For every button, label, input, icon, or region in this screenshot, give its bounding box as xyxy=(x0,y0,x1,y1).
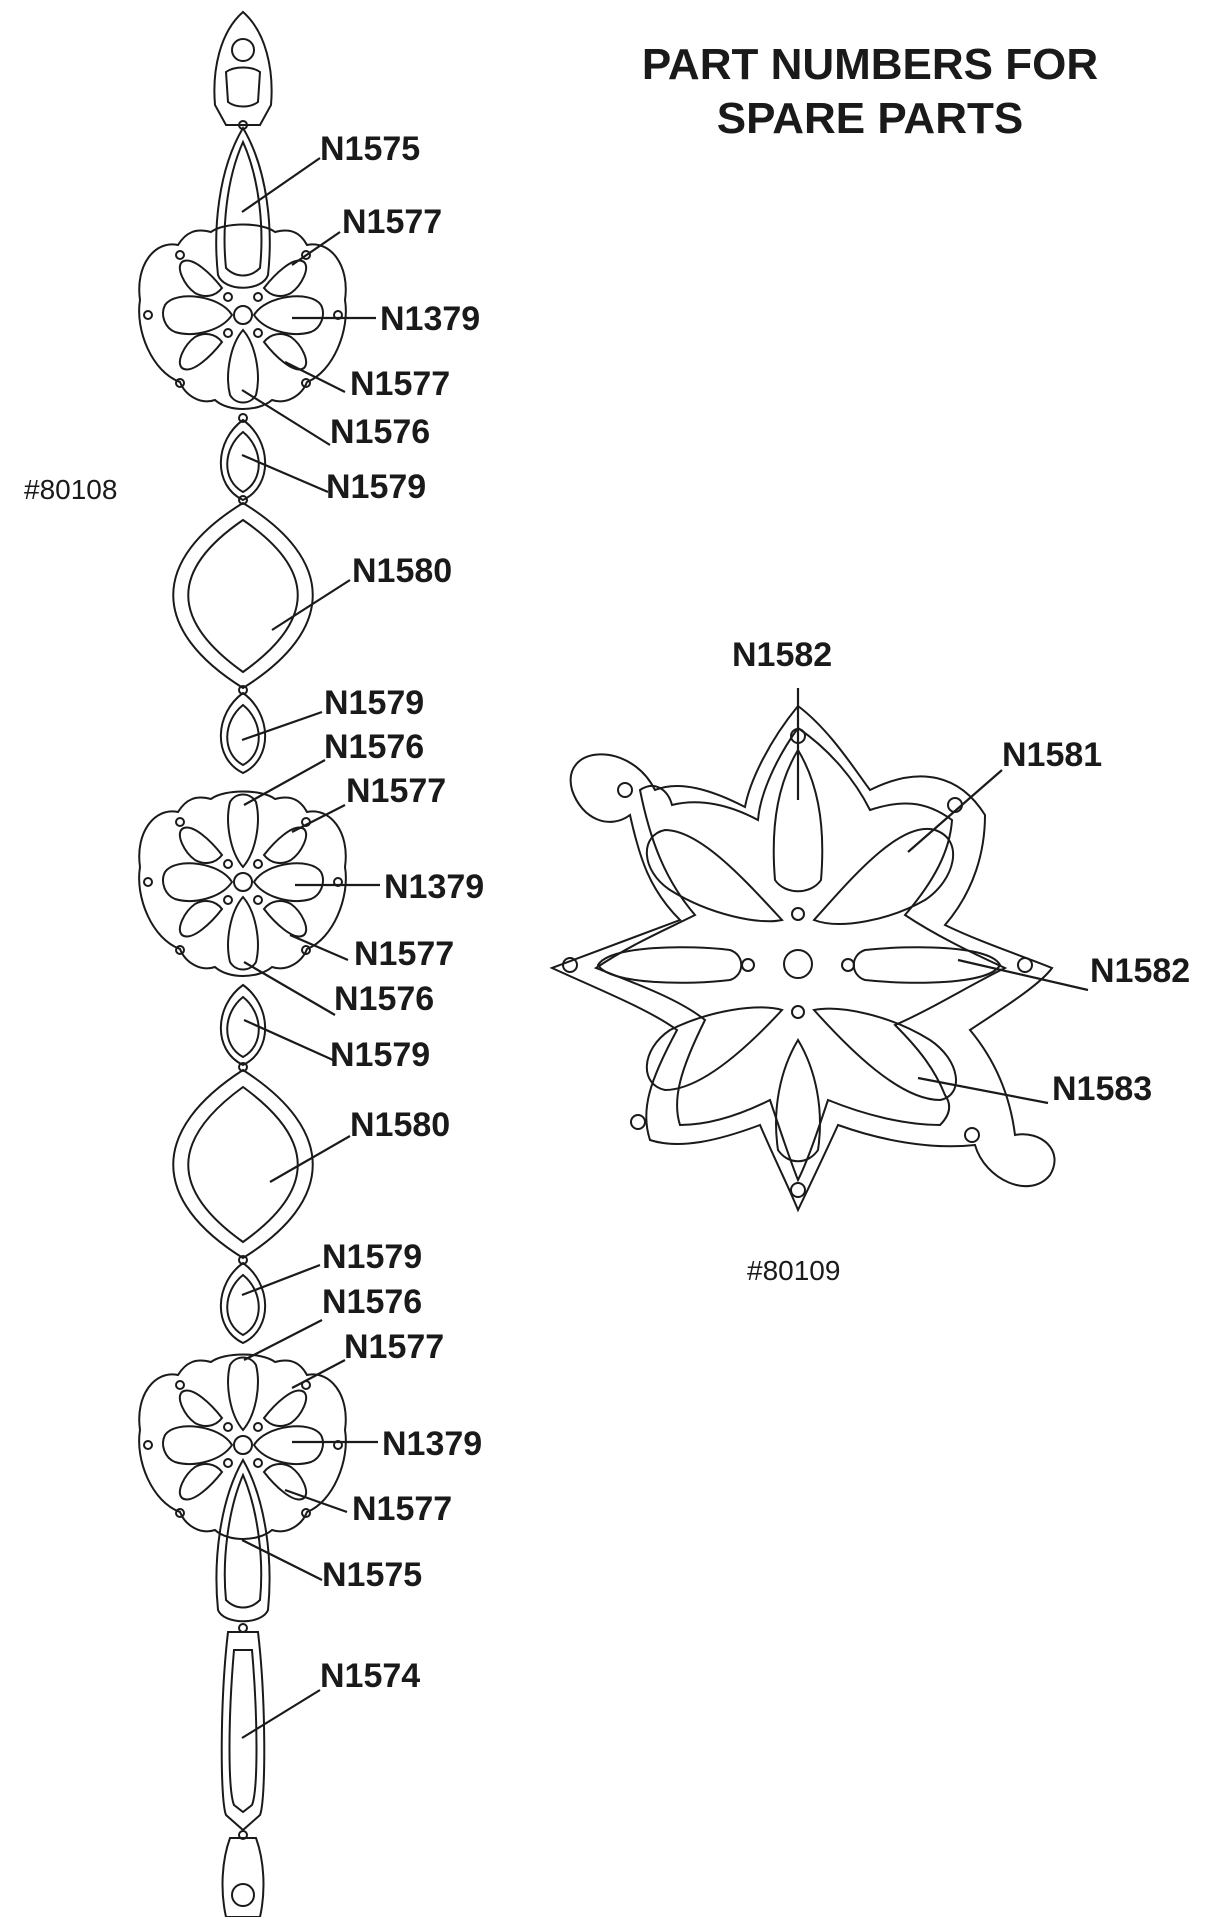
part-label: N1577 xyxy=(346,772,447,810)
part-label: N1581 xyxy=(1002,736,1103,774)
flower-assembly xyxy=(549,704,1056,1213)
part-label: N1577 xyxy=(352,1490,453,1528)
part-n1580-top xyxy=(172,501,314,690)
flower-part-3 xyxy=(138,1353,347,1540)
part-label: N1579 xyxy=(322,1238,423,1276)
part-label: N1579 xyxy=(324,684,425,722)
part-label: N1574 xyxy=(320,1657,421,1695)
chain-top-end xyxy=(213,10,273,126)
chain-assembly xyxy=(138,10,347,1917)
part-label: N1576 xyxy=(334,980,435,1018)
part-n1575-top xyxy=(215,126,271,289)
part-label: N1576 xyxy=(324,728,425,766)
page-title: PART NUMBERS FOR SPARE PARTS xyxy=(560,38,1180,146)
part-label: N1579 xyxy=(330,1036,431,1074)
assembly-id-flower: #80109 xyxy=(747,1255,841,1286)
leader-lines xyxy=(241,157,1089,1739)
part-n1574 xyxy=(220,1631,266,1832)
part-label: N1580 xyxy=(352,552,453,590)
title-line-2: SPARE PARTS xyxy=(716,94,1024,143)
part-label: N1576 xyxy=(322,1283,423,1321)
part-label: N1583 xyxy=(1052,1070,1153,1108)
part-label: N1575 xyxy=(320,130,421,168)
assembly-id-chain: #80108 xyxy=(24,474,118,505)
part-label: N1577 xyxy=(354,935,455,973)
part-label: N1580 xyxy=(350,1106,451,1144)
part-label: N1577 xyxy=(350,365,451,403)
part-label: N1576 xyxy=(330,413,431,451)
part-label: N1582 xyxy=(732,636,833,674)
part-n1575-bottom xyxy=(215,1457,271,1623)
title-line-1: PART NUMBERS FOR xyxy=(641,40,1099,89)
part-label: N1577 xyxy=(342,203,443,241)
part-label: N1379 xyxy=(384,868,485,906)
part-label: N1579 xyxy=(326,468,427,506)
part-label: N1575 xyxy=(322,1556,423,1594)
part-label: N1379 xyxy=(380,300,481,338)
part-label: N1379 xyxy=(382,1425,483,1463)
part-n1580-bottom xyxy=(172,1068,314,1260)
part-label: N1582 xyxy=(1090,952,1191,990)
part-label: N1577 xyxy=(344,1328,445,1366)
flower-part-1 xyxy=(138,223,347,410)
